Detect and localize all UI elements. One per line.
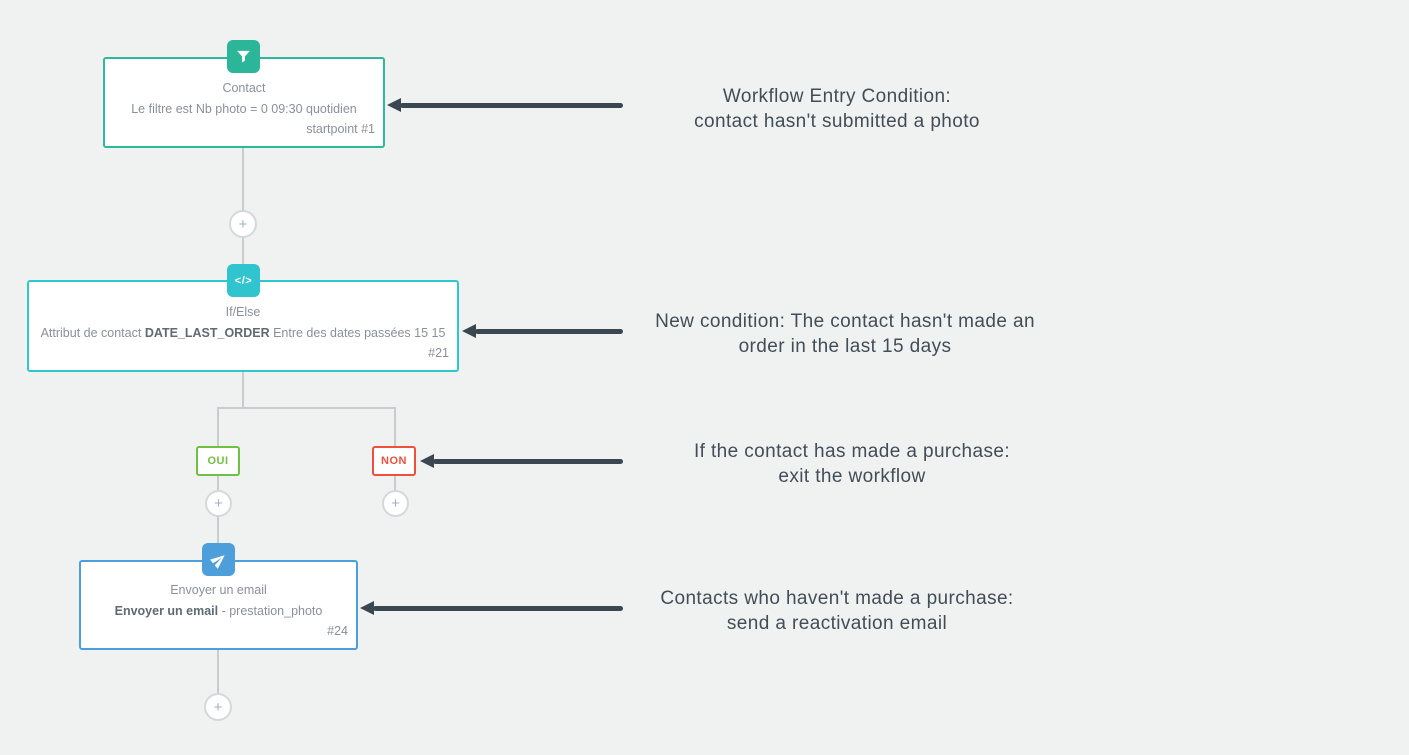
node-title: Contact [222,81,266,96]
add-step-button[interactable]: + [204,693,232,721]
connector-line [217,407,396,409]
annotation-line: send a reactivation email [726,613,948,634]
node-reference: startpoint #1 [306,121,375,136]
add-step-button[interactable]: + [382,490,409,517]
node-title: If/Else [225,305,261,320]
send-icon [202,543,235,576]
add-step-button[interactable]: + [205,490,232,517]
annotation-reactivation-email: Contacts who haven't made a purchase: se… [612,586,1062,636]
annotation-line: Workflow Entry Condition: [722,86,952,107]
connector-line [217,650,219,694]
branch-tag-no: NON [372,446,416,476]
annotation-entry-condition: Workflow Entry Condition: contact hasn't… [612,84,1062,134]
connector-line [217,515,219,561]
annotation-line: If the contact has made a purchase: [693,441,1011,462]
node-reference: #21 [428,345,449,360]
annotation-line: New condition: The contact hasn't made a… [655,311,1035,332]
annotation-arrow-icon [420,454,623,468]
annotation-line: Contacts who haven't made a purchase: [660,588,1014,609]
connector-line [394,476,396,492]
node-reference: #24 [327,623,348,638]
annotation-arrow-icon [387,98,623,112]
annotation-line: exit the workflow [778,466,926,487]
node-description: Envoyer un email - prestation_photo [114,603,323,618]
branch-tag-yes: OUI [196,446,240,476]
annotation-line: order in the last 15 days [738,336,952,357]
annotation-exit-workflow: If the contact has made a purchase: exit… [627,439,1077,489]
connector-line [217,476,219,492]
annotation-new-condition: New condition: The contact hasn't made a… [620,309,1070,359]
node-description: Le filtre est Nb photo = 0 09:30 quotidi… [131,101,357,116]
node-title: Envoyer un email [170,583,267,598]
annotation-arrow-icon [360,601,623,615]
connector-line [242,372,244,409]
code-icon: </> [227,264,260,297]
node-description: Attribut de contact DATE_LAST_ORDER Entr… [40,325,446,340]
filter-icon [227,40,260,73]
annotation-line: contact hasn't submitted a photo [694,111,980,132]
connector-line [394,407,396,446]
annotation-arrow-icon [462,324,623,338]
connector-line [217,407,219,446]
add-step-button[interactable]: + [229,210,257,238]
